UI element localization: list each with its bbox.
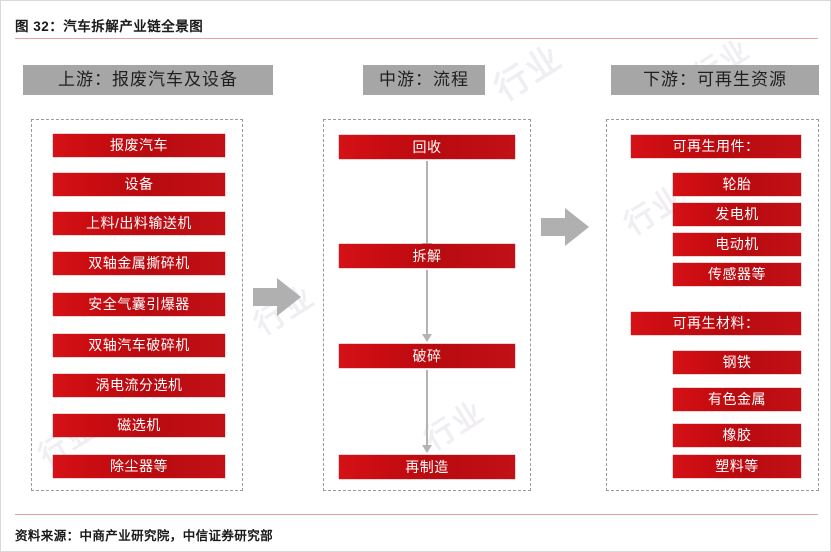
title-divider [15, 38, 818, 39]
midstream-container [323, 119, 531, 491]
arrow-upstream-to-midstream [253, 278, 301, 316]
flow-arrow-down-icon [422, 370, 432, 453]
column-header-midstream: 中游：流程 [363, 65, 485, 95]
downstream-item: 轮胎 [673, 173, 801, 196]
upstream-item: 安全气囊引爆器 [53, 293, 225, 316]
midstream-step: 再制造 [339, 455, 515, 479]
upstream-container [31, 119, 243, 491]
upstream-item: 上料/出料输送机 [53, 212, 225, 235]
upstream-item: 磁选机 [53, 414, 225, 437]
downstream-item: 电动机 [673, 233, 801, 256]
upstream-item: 双轴汽车破碎机 [53, 334, 225, 357]
downstream-item: 发电机 [673, 203, 801, 226]
source-note: 资料来源：中商产业研究院，中信证券研究部 [15, 529, 274, 543]
flow-arrow-down-icon [422, 161, 432, 251]
upstream-item: 涡电流分选机 [53, 374, 225, 397]
column-header-upstream: 上游：报废汽车及设备 [23, 65, 273, 95]
downstream-item: 有色金属 [673, 388, 801, 411]
upstream-item: 除尘器等 [53, 455, 225, 478]
footer-divider [15, 514, 818, 515]
midstream-step: 回收 [339, 135, 515, 159]
midstream-step: 拆解 [339, 244, 515, 268]
midstream-step: 破碎 [339, 344, 515, 368]
downstream-group-header: 可再生材料： [631, 312, 801, 335]
downstream-item: 橡胶 [673, 424, 801, 447]
upstream-item: 双轴金属撕碎机 [53, 252, 225, 275]
downstream-item: 塑料等 [673, 455, 801, 478]
upstream-item: 设备 [53, 173, 225, 196]
upstream-item: 报废汽车 [53, 134, 225, 157]
watermark: 行业 [488, 38, 570, 109]
arrow-midstream-to-downstream [541, 208, 589, 246]
column-header-downstream: 下游：可再生资源 [611, 65, 819, 95]
downstream-item: 传感器等 [673, 263, 801, 286]
downstream-group-header: 可再生用件： [631, 135, 801, 158]
downstream-container [606, 119, 819, 491]
flow-arrow-down-icon [422, 270, 432, 342]
downstream-item: 钢铁 [673, 351, 801, 374]
figure-title: 图 32：汽车拆解产业链全景图 [15, 19, 204, 34]
